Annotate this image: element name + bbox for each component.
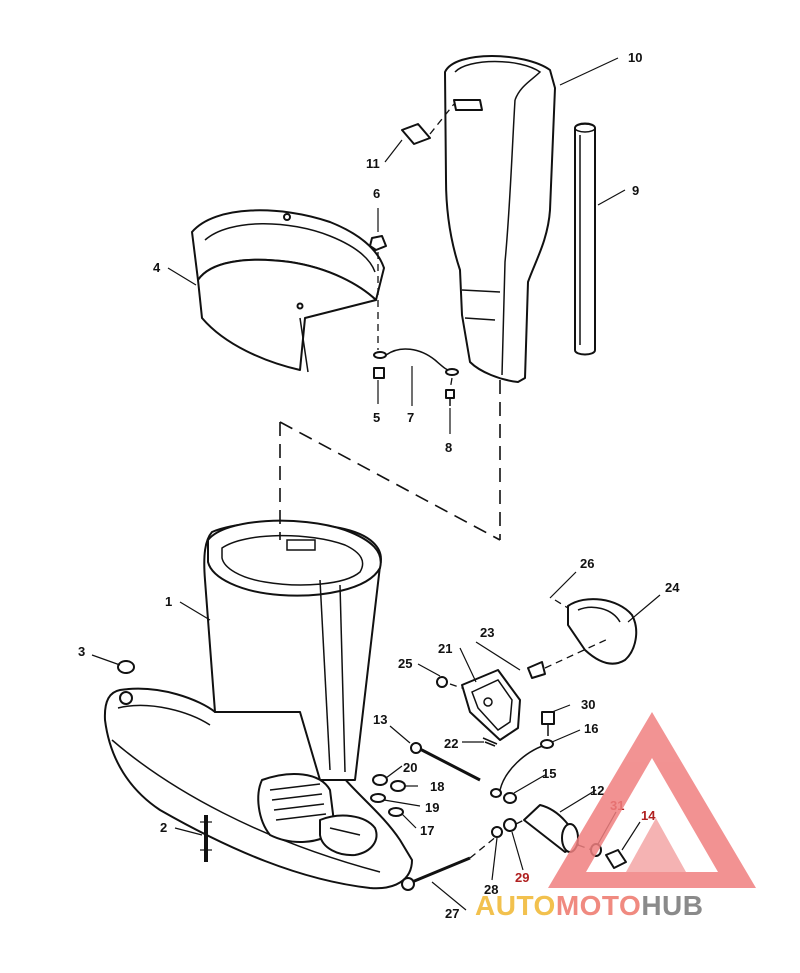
watermark-logo — [548, 712, 756, 888]
callout-12: 12 — [590, 783, 604, 798]
callout-6: 6 — [373, 186, 380, 201]
callout-21: 21 — [438, 641, 452, 656]
water-tube — [574, 122, 596, 356]
bracket-21 — [436, 637, 611, 741]
callout-11: 11 — [366, 156, 380, 171]
callout-4: 4 — [153, 260, 161, 275]
fastener-group-top — [369, 208, 459, 434]
callout-7: 7 — [407, 410, 414, 425]
callout-16: 16 — [584, 721, 598, 736]
callout-5: 5 — [373, 410, 380, 425]
stud-2 — [200, 815, 212, 862]
leader-lines — [91, 57, 661, 911]
drive-shaft-housing — [103, 519, 413, 890]
callout-1: 1 — [165, 594, 172, 609]
callout-10: 10 — [628, 50, 642, 65]
callout-9: 9 — [632, 183, 639, 198]
callout-30: 30 — [581, 697, 595, 712]
callout-23: 23 — [480, 625, 494, 640]
callout-18: 18 — [430, 779, 444, 794]
assembly-guide — [279, 380, 501, 541]
callout-25: 25 — [398, 656, 412, 671]
callout-8: 8 — [445, 440, 452, 455]
callout-20: 20 — [403, 760, 417, 775]
plug-3 — [117, 660, 135, 674]
callout-24: 24 — [665, 580, 680, 595]
watermark-text: AUTOMOTOHUB — [475, 890, 703, 921]
exhaust-tube — [444, 55, 556, 383]
part-11-block — [401, 123, 431, 145]
callout-29: 29 — [515, 870, 529, 885]
callout-19: 19 — [425, 800, 439, 815]
callout-14: 14 — [641, 808, 656, 823]
callout-2: 2 — [160, 820, 167, 835]
callout-22: 22 — [444, 736, 458, 751]
watermark-hub: HUB — [641, 890, 703, 921]
logo-inner-triangle-icon — [626, 818, 686, 872]
lower-cowl-chap — [191, 209, 385, 373]
watermark-auto: AUTO — [475, 890, 556, 921]
callout-27: 27 — [445, 906, 459, 921]
watermark-moto: MOTO — [556, 890, 641, 921]
guide-11 — [429, 103, 455, 135]
logo-triangle-icon — [548, 712, 756, 888]
callout-15: 15 — [542, 766, 556, 781]
callout-28: 28 — [484, 882, 498, 897]
fastener-group-middle — [370, 711, 555, 817]
callout-13: 13 — [373, 712, 387, 727]
callout-17: 17 — [420, 823, 434, 838]
callout-labels: 10 9 11 6 4 5 7 8 1 3 2 26 24 23 21 25 3… — [78, 50, 680, 921]
trim-cover — [554, 598, 638, 665]
callout-26: 26 — [580, 556, 594, 571]
callout-3: 3 — [78, 644, 85, 659]
